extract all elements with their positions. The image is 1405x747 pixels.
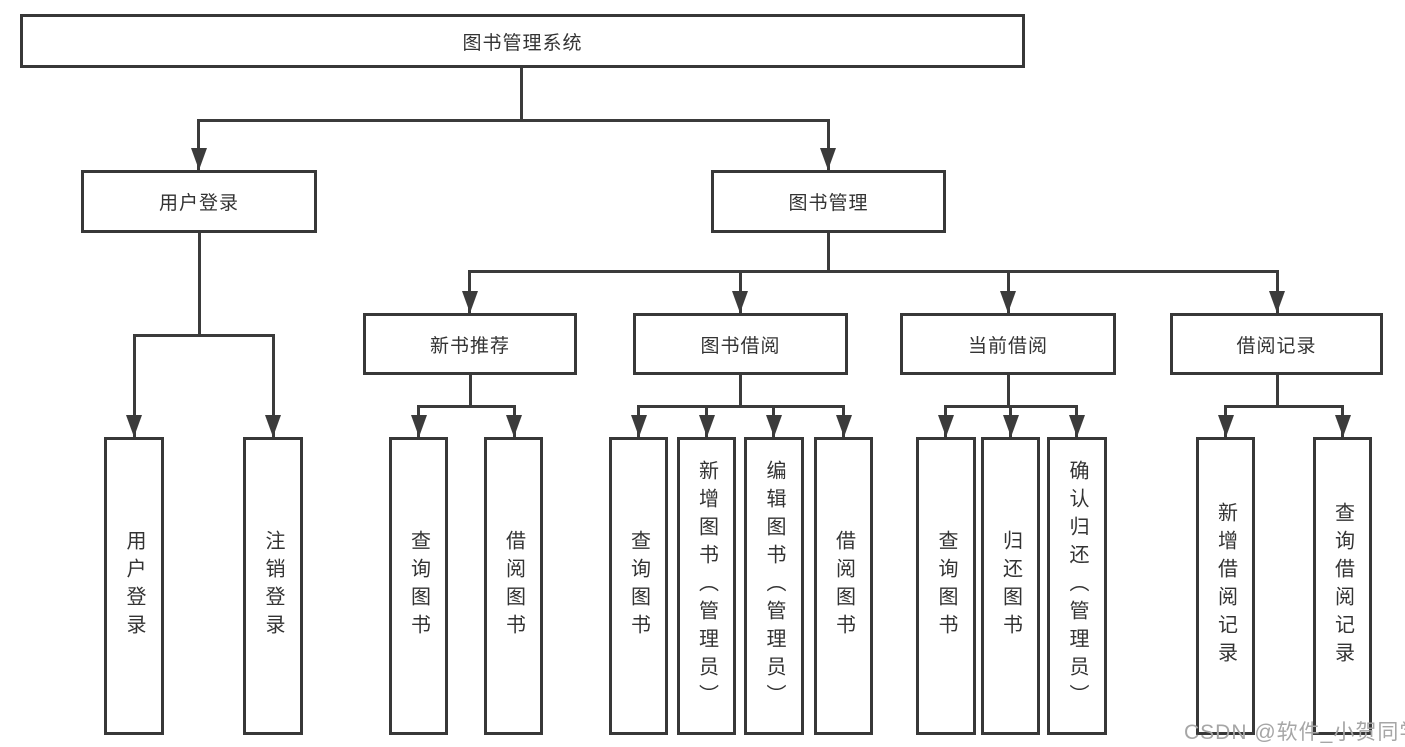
leaf-confirm-return-admin-label: 确认归还（管理员） <box>1066 460 1088 712</box>
connector-recommend-bar <box>417 405 516 408</box>
connector-user-login-stem <box>198 233 201 336</box>
node-book-management: 图书管理 <box>711 170 946 233</box>
leaf-edit-book-admin: 编辑图书（管理员） <box>744 437 804 735</box>
leaf-user-login: 用户登录 <box>104 437 164 735</box>
connector-recommend-stem <box>469 375 472 408</box>
leaf-logout-label: 注销登录 <box>262 530 284 642</box>
arrow-down-icon <box>462 291 478 313</box>
leaf-user-login-label: 用户登录 <box>123 530 145 642</box>
connector-user-login-drop-1 <box>133 334 136 437</box>
arrow-down-icon <box>836 415 852 437</box>
connector-book-mgmt-stem <box>827 233 830 272</box>
leaf-return-book: 归还图书 <box>981 437 1040 735</box>
arrow-down-icon <box>411 415 427 437</box>
csdn-watermark: CSDN @软件_小贺同学 <box>1184 721 1405 744</box>
leaf-logout: 注销登录 <box>243 437 303 735</box>
leaf-borrow-books-2-label: 借阅图书 <box>832 530 855 642</box>
arrow-down-icon <box>1000 291 1016 313</box>
leaf-return-book-label: 归还图书 <box>999 530 1022 642</box>
connector-user-login-drop-2 <box>272 334 275 437</box>
node-new-book-recommend: 新书推荐 <box>363 313 577 375</box>
node-new-book-recommend-label: 新书推荐 <box>429 335 510 357</box>
arrow-down-icon <box>1218 415 1234 437</box>
node-book-borrow: 图书借阅 <box>633 313 848 375</box>
arrow-down-icon <box>1003 415 1019 437</box>
arrow-down-icon <box>732 291 748 313</box>
leaf-query-borrow-record: 查询借阅记录 <box>1313 437 1372 735</box>
arrow-down-icon <box>631 415 647 437</box>
arrow-down-icon <box>820 148 836 170</box>
connector-records-stem <box>1276 375 1279 408</box>
connector-borrow-bar <box>637 405 845 408</box>
connector-current-stem <box>1007 375 1010 408</box>
leaf-borrow-books-1-label: 借阅图书 <box>502 530 525 642</box>
leaf-confirm-return-admin: 确认归还（管理员） <box>1047 437 1107 735</box>
arrow-down-icon <box>126 415 142 437</box>
arrow-down-icon <box>938 415 954 437</box>
node-book-borrow-label: 图书借阅 <box>700 335 781 357</box>
leaf-query-books-1-label: 查询图书 <box>407 530 430 642</box>
leaf-add-book-admin-label: 新增图书（管理员） <box>695 460 718 712</box>
leaf-query-books-3-label: 查询图书 <box>935 530 957 642</box>
connector-user-login-bar <box>133 334 275 337</box>
connector-records-bar <box>1224 405 1344 408</box>
connector-borrow-stem <box>739 375 742 408</box>
arrow-down-icon <box>1269 291 1285 313</box>
arrow-down-icon <box>699 415 715 437</box>
node-user-login: 用户登录 <box>81 170 317 233</box>
connector-root-drop-left <box>197 119 200 170</box>
leaf-query-books-3: 查询图书 <box>916 437 976 735</box>
leaf-query-books-2: 查询图书 <box>609 437 668 735</box>
arrow-down-icon <box>506 415 522 437</box>
leaf-edit-book-admin-label: 编辑图书（管理员） <box>763 460 785 712</box>
node-book-management-label: 图书管理 <box>788 193 869 214</box>
leaf-add-book-admin: 新增图书（管理员） <box>677 437 736 735</box>
leaf-borrow-books-1: 借阅图书 <box>484 437 543 735</box>
leaf-query-books-2-label: 查询图书 <box>627 530 650 642</box>
node-borrow-records-label: 借阅记录 <box>1236 335 1317 357</box>
arrow-down-icon <box>265 415 281 437</box>
node-current-borrow-label: 当前借阅 <box>967 335 1048 357</box>
node-root-label: 图书管理系统 <box>462 32 583 54</box>
leaf-query-borrow-record-label: 查询借阅记录 <box>1331 502 1354 670</box>
arrow-down-icon <box>1335 415 1351 437</box>
arrow-down-icon <box>1069 415 1085 437</box>
connector-root-bar <box>197 119 830 122</box>
arrow-down-icon <box>191 148 207 170</box>
leaf-add-borrow-record: 新增借阅记录 <box>1196 437 1255 735</box>
connector-root-drop-right <box>827 119 830 170</box>
node-borrow-records: 借阅记录 <box>1170 313 1383 375</box>
node-user-login-label: 用户登录 <box>158 193 239 214</box>
arrow-down-icon <box>766 415 782 437</box>
connector-book-mgmt-bar <box>468 270 1279 273</box>
node-current-borrow: 当前借阅 <box>900 313 1116 375</box>
node-root: 图书管理系统 <box>20 14 1025 68</box>
connector-root-stem <box>520 68 523 120</box>
leaf-borrow-books-2: 借阅图书 <box>814 437 873 735</box>
leaf-add-borrow-record-label: 新增借阅记录 <box>1214 502 1237 670</box>
leaf-query-books-1: 查询图书 <box>389 437 448 735</box>
